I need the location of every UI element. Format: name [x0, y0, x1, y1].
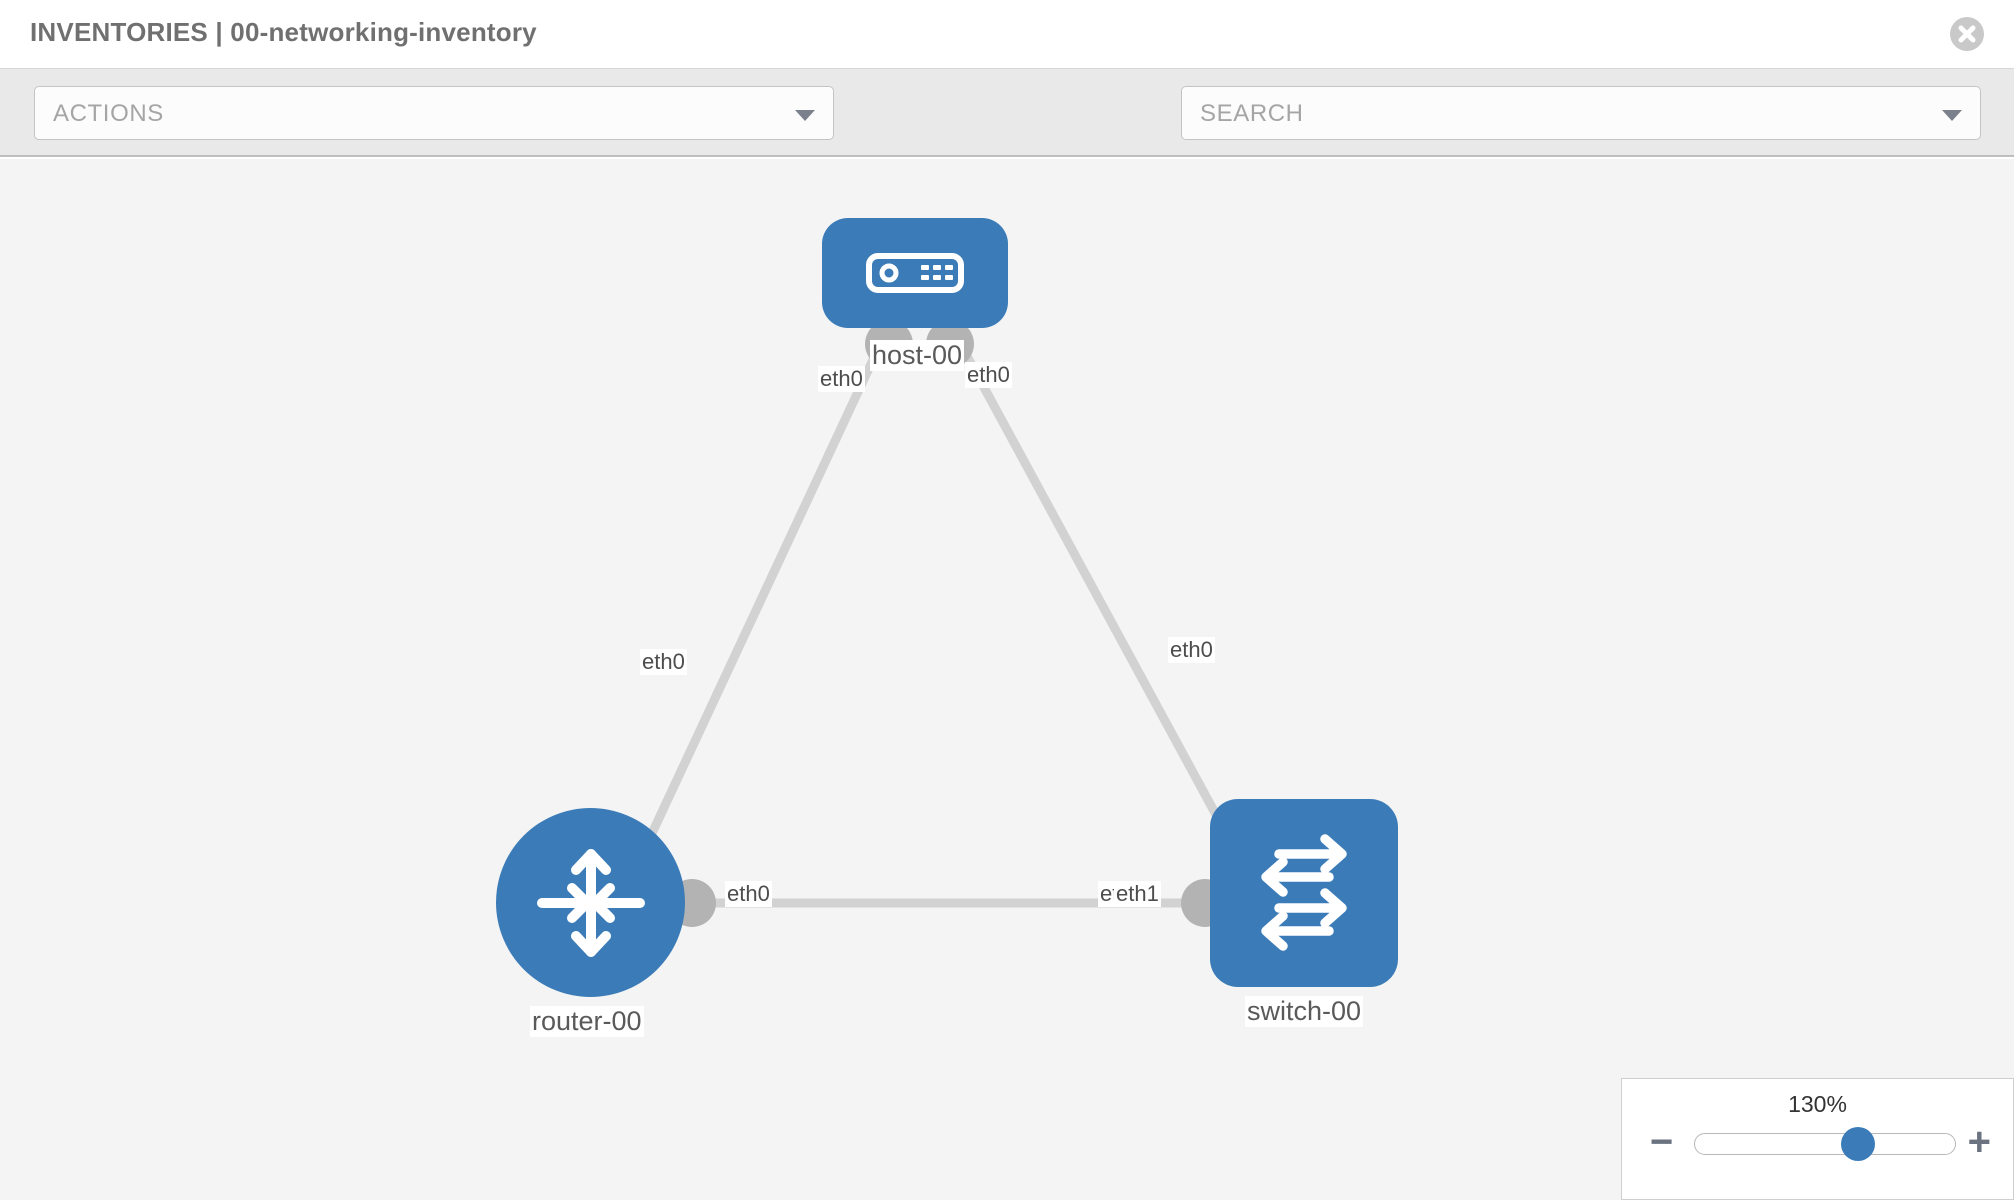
- node-router-00-label: router-00: [530, 1006, 644, 1037]
- node-router-00-shape[interactable]: [496, 808, 685, 997]
- search-placeholder: SEARCH: [1200, 100, 1304, 127]
- switch-arrows-icon: [1261, 834, 1347, 951]
- chevron-down-icon: [795, 110, 815, 121]
- server-icon: [866, 253, 964, 293]
- iface-label-router-right: eth0: [725, 881, 772, 907]
- chevron-down-icon: [1942, 110, 1962, 121]
- node-switch-00-label: switch-00: [1245, 996, 1364, 1027]
- iface-label-switch-left-b: eth1: [1114, 881, 1161, 907]
- router-arrows-icon: [536, 848, 645, 957]
- minus-icon[interactable]: −: [1650, 1120, 1674, 1164]
- zoom-level-value: 130%: [1788, 1091, 1847, 1117]
- page-header: INVENTORIES | 00-networking-inventory: [0, 0, 2014, 69]
- iface-label-switch-up: eth0: [1168, 637, 1215, 663]
- actions-dropdown[interactable]: ACTIONS: [34, 86, 834, 140]
- actions-dropdown-label: ACTIONS: [53, 100, 164, 127]
- search-input[interactable]: SEARCH: [1181, 86, 1981, 140]
- zoom-control-panel: 130% − +: [1621, 1078, 2014, 1200]
- node-switch-00-shape[interactable]: [1210, 799, 1398, 987]
- zoom-slider-handle[interactable]: [1841, 1127, 1875, 1161]
- iface-label-host-right: eth0: [965, 362, 1012, 388]
- close-icon[interactable]: [1950, 17, 1984, 51]
- topology-graph: [635, 320, 1259, 927]
- node-host-00-shape[interactable]: [822, 218, 1008, 328]
- page-title: INVENTORIES | 00-networking-inventory: [30, 17, 537, 47]
- link-host-switch: [951, 331, 1244, 862]
- iface-label-router-up: eth0: [640, 649, 687, 675]
- link-host-router: [635, 332, 890, 861]
- zoom-slider[interactable]: [1694, 1127, 1956, 1161]
- topology-canvas[interactable]: eth0 eth0 eth0 eth0 eth0 eth eth1 host-0…: [0, 159, 2014, 1200]
- toolbar: ACTIONS SEARCH: [0, 69, 2014, 197]
- iface-label-host-left: eth0: [818, 366, 865, 392]
- node-host-00-label: host-00: [870, 340, 965, 371]
- plus-icon[interactable]: +: [1967, 1120, 1991, 1164]
